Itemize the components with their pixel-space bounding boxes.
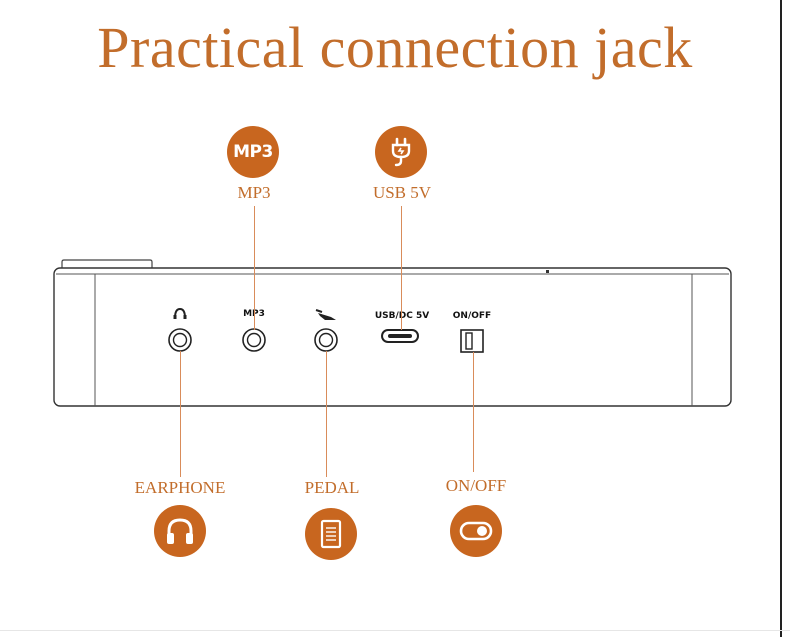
toggle-switch-icon bbox=[450, 505, 502, 557]
mp3-badge-text: MP3 bbox=[233, 142, 273, 162]
headphones-icon bbox=[154, 505, 206, 557]
plug-icon bbox=[375, 126, 427, 178]
mp3-leader-line bbox=[254, 206, 255, 330]
power-switch bbox=[460, 329, 484, 353]
onoff-label: ON/OFF bbox=[445, 476, 507, 495]
device-top-knob bbox=[61, 259, 153, 268]
usb-leader-line bbox=[401, 206, 402, 330]
page-border-right bbox=[780, 0, 782, 637]
earphone-leader-line bbox=[180, 351, 181, 477]
earphone-label: EARPHONE bbox=[134, 478, 226, 497]
panel-label-usb: USB/DC 5V bbox=[374, 311, 430, 321]
page-border-bottom bbox=[0, 630, 790, 631]
mp3-jack bbox=[242, 328, 266, 352]
pedal-leader-line bbox=[326, 351, 327, 477]
usb-label: USB 5V bbox=[372, 183, 432, 202]
page-title: Practical connection jack bbox=[97, 15, 693, 80]
panel-label-onoff: ON/OFF bbox=[452, 311, 492, 321]
mp3-label: MP3 bbox=[237, 183, 271, 202]
mp3-badge-icon: MP3 bbox=[227, 126, 279, 178]
pedal-small-icon bbox=[318, 313, 336, 320]
usb-port bbox=[381, 329, 419, 343]
pedal-icon bbox=[305, 508, 357, 560]
onoff-leader-line bbox=[473, 352, 474, 472]
headphone-jack bbox=[168, 307, 192, 352]
pedal-label: PEDAL bbox=[304, 478, 360, 497]
headphone-small-icon bbox=[174, 307, 186, 319]
panel-label-mp3: MP3 bbox=[214, 309, 294, 319]
